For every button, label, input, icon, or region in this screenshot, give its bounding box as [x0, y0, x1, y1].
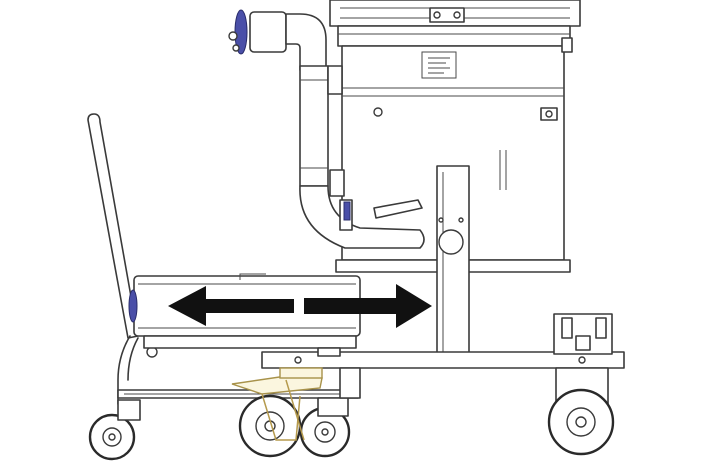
chassis — [117, 313, 625, 399]
double-arrow-icon — [168, 284, 432, 328]
support-column — [436, 165, 470, 357]
push-handle — [87, 113, 158, 405]
inlet-hose — [249, 11, 425, 249]
inlet-flange — [228, 9, 351, 221]
vacuum-tank — [329, 0, 581, 273]
brake-pedal-icon — [231, 367, 323, 441]
caster-wheel-icon — [88, 367, 615, 461]
